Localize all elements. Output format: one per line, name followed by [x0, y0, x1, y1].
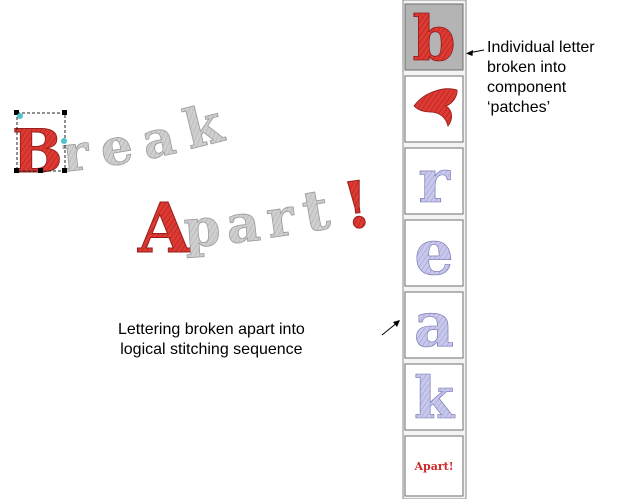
- glyph-k: k: [414, 364, 456, 432]
- callout-line: component: [487, 79, 567, 96]
- glyph-apart: Apart!: [413, 460, 453, 473]
- word-apart: A p a r t !: [137, 166, 377, 269]
- sequence-item[interactable]: k: [404, 363, 464, 432]
- letter-r: r: [59, 122, 92, 183]
- glyph-a: a: [414, 288, 454, 361]
- letter-t: t: [297, 176, 334, 246]
- letter-A: A: [137, 189, 192, 269]
- sequence-item[interactable]: [404, 75, 464, 143]
- glyph-b: b: [412, 2, 455, 75]
- selection-frame[interactable]: [14, 110, 67, 173]
- letter-p: p: [182, 197, 223, 260]
- sequence-callout: Lettering broken apart into logical stit…: [118, 320, 305, 360]
- exclamation-mark: !: [338, 167, 376, 245]
- glyph-e: e: [414, 216, 453, 289]
- selection-handle[interactable]: [14, 168, 19, 173]
- letter-a: a: [223, 192, 263, 256]
- callout-line: broken into: [487, 59, 567, 76]
- callout-line: Individual letter: [487, 39, 595, 56]
- patch-shape: [413, 88, 458, 127]
- stitch-point: [61, 138, 67, 144]
- letter-r: r: [263, 186, 299, 250]
- stitch-point: [17, 113, 23, 119]
- callout-line: Lettering broken apart into: [118, 321, 305, 338]
- patches-callout: Individual letter broken into component …: [487, 38, 595, 118]
- sequence-item[interactable]: e: [404, 216, 464, 289]
- letter-e: e: [95, 115, 137, 179]
- sequence-item[interactable]: r: [404, 147, 464, 217]
- sequence-item[interactable]: Apart!: [404, 435, 464, 497]
- callout-line: ‘patches’: [487, 99, 551, 116]
- glyph-r: r: [418, 147, 451, 217]
- callout-arrow-sequence: [381, 320, 400, 336]
- word-break: B r e a k: [12, 90, 231, 188]
- letter-B[interactable]: B: [12, 117, 64, 188]
- sequence-item[interactable]: b: [404, 2, 464, 75]
- selection-handle[interactable]: [62, 110, 67, 115]
- letter-a: a: [136, 107, 180, 171]
- callout-arrow-patches: [466, 49, 485, 56]
- selection-handle[interactable]: [38, 168, 43, 173]
- sequence-item[interactable]: a: [404, 288, 464, 361]
- letter-k: k: [177, 90, 230, 162]
- callout-line: logical stitching sequence: [120, 341, 303, 358]
- stitching-sequence-panel: b r e a k Apart!: [402, 0, 467, 499]
- selection-handle[interactable]: [14, 110, 19, 115]
- selection-handle[interactable]: [62, 168, 67, 173]
